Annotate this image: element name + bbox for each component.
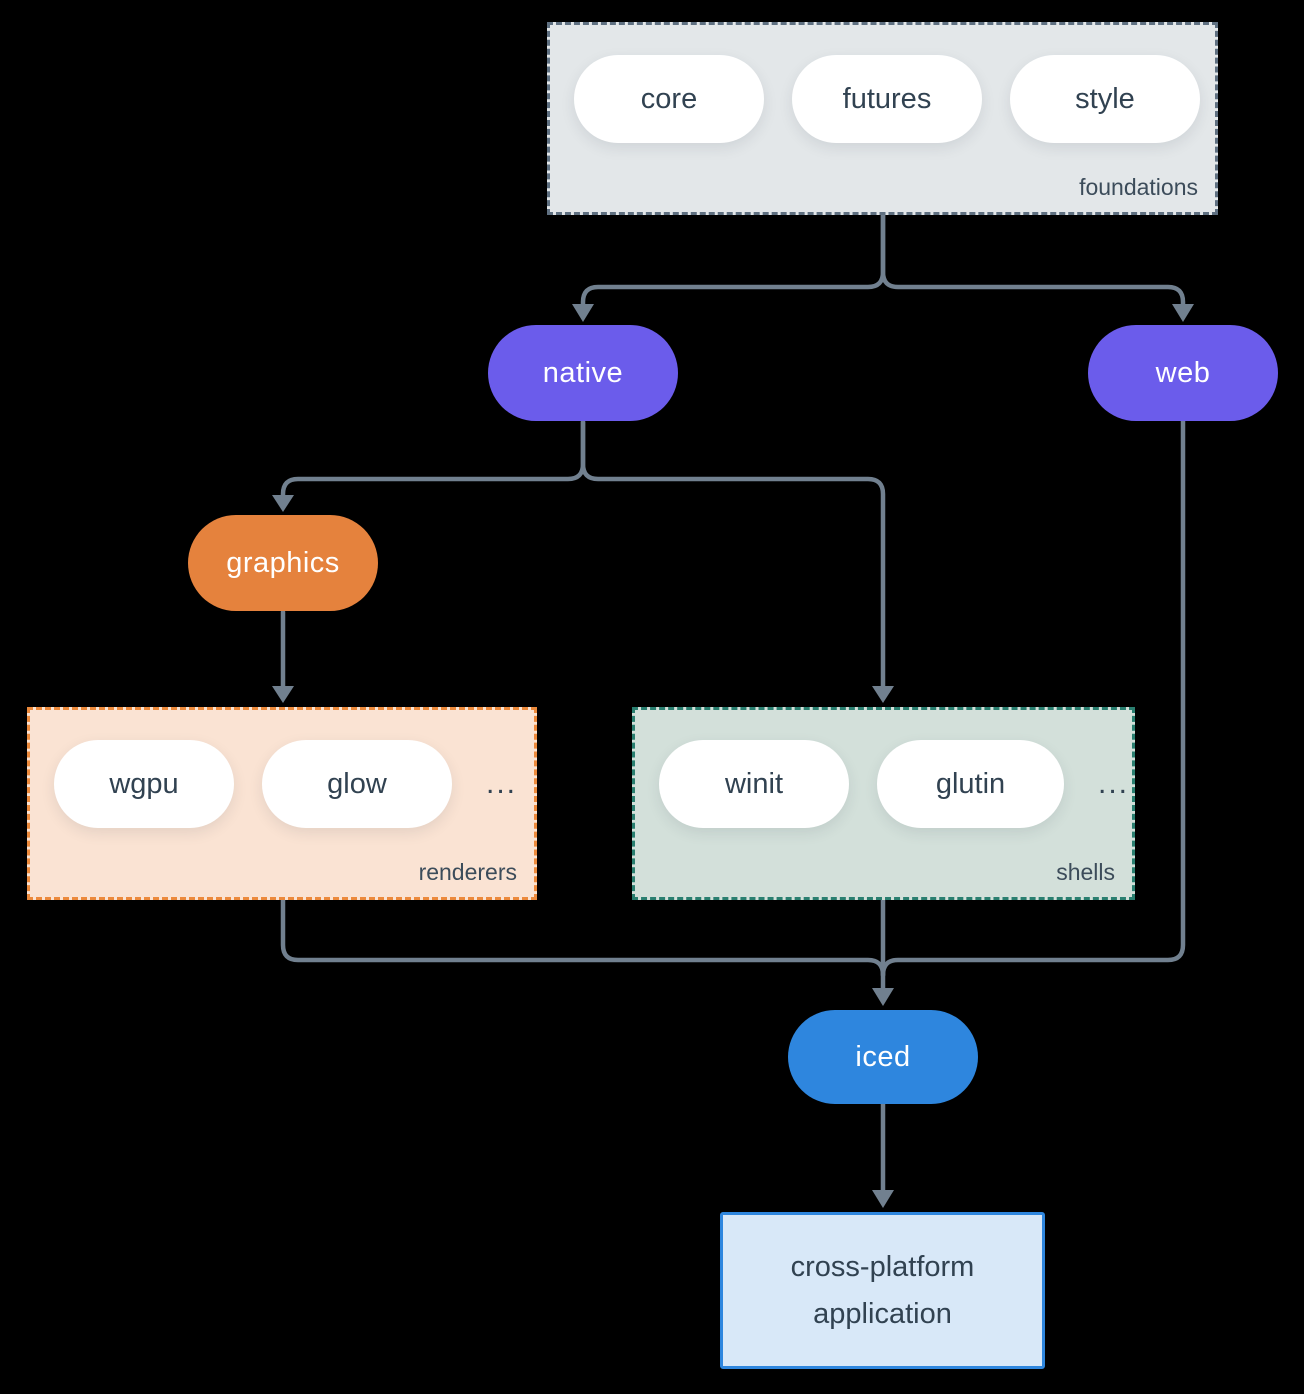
node-iced: iced <box>788 1010 978 1104</box>
node-style: style <box>1010 55 1200 143</box>
application-box: cross-platform application <box>720 1212 1045 1369</box>
application-label-line1: cross-platform <box>790 1250 975 1283</box>
renderers-label: renderers <box>418 859 517 885</box>
renderers-ellipsis: ... <box>486 767 518 800</box>
renderers-group: wgpu glow ... renderers <box>27 707 537 900</box>
shells-pill-row: winit glutin ... <box>635 710 1132 828</box>
node-glow: glow <box>262 740 452 828</box>
node-core: core <box>574 55 764 143</box>
node-futures: futures <box>792 55 982 143</box>
renderers-pill-row: wgpu glow ... <box>30 710 534 828</box>
node-web: web <box>1088 325 1278 421</box>
shells-label: shells <box>1056 859 1115 885</box>
shells-ellipsis: ... <box>1098 767 1130 800</box>
foundations-group: core futures style foundations <box>547 22 1218 215</box>
shells-group: winit glutin ... shells <box>632 707 1135 900</box>
foundations-pill-row: core futures style <box>550 25 1215 143</box>
foundations-label: foundations <box>1079 174 1198 200</box>
node-wgpu: wgpu <box>54 740 234 828</box>
application-label-line2: application <box>813 1297 952 1330</box>
node-winit: winit <box>659 740 849 828</box>
node-glutin: glutin <box>877 740 1064 828</box>
node-graphics: graphics <box>188 515 378 611</box>
node-native: native <box>488 325 678 421</box>
